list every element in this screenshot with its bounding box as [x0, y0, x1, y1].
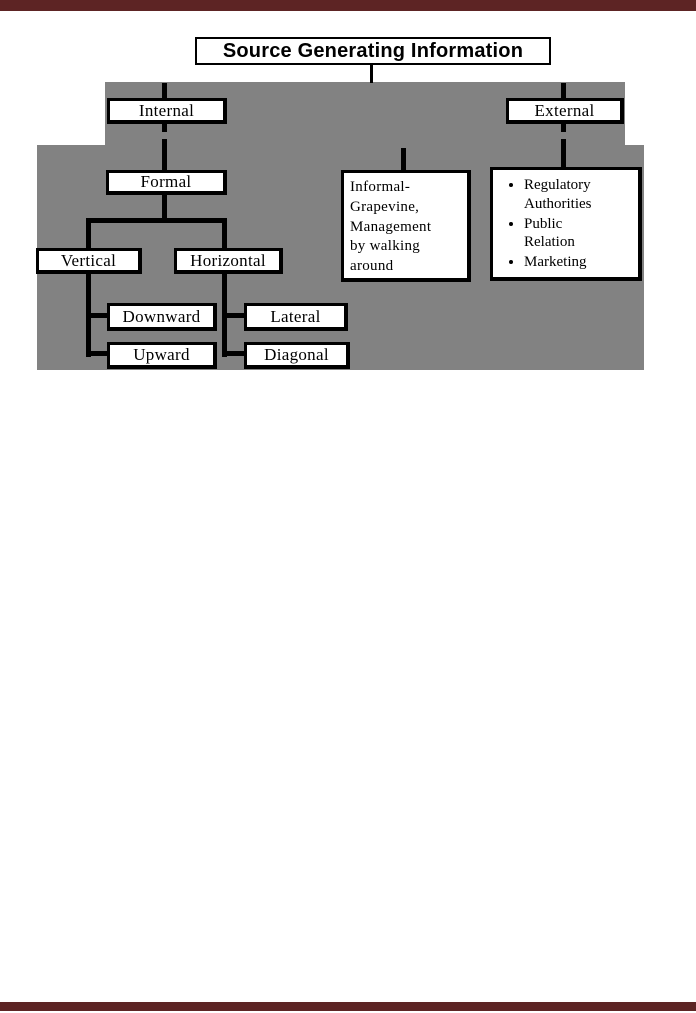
diagram-title-box: Source Generating Information — [195, 37, 551, 65]
connector-stub-lateral — [222, 313, 245, 318]
node-downward-label: Downward — [122, 306, 201, 326]
connector-horizontal-branch-drop — [222, 218, 227, 357]
node-horizontal: Horizontal — [174, 248, 283, 274]
node-informal: Informal- Grapevine, Management by walki… — [341, 170, 471, 282]
connector-internal-top — [162, 83, 167, 98]
node-internal: Internal — [107, 98, 227, 124]
node-external-label: External — [534, 100, 595, 120]
node-diagonal-label: Diagonal — [264, 345, 329, 364]
connector-informal-drop — [401, 148, 406, 170]
connector-tree-horizontal-bar — [86, 218, 227, 223]
connector-external-top — [561, 83, 566, 98]
node-diagonal: Diagonal — [244, 342, 350, 369]
node-downward: Downward — [107, 303, 217, 331]
node-lateral: Lateral — [244, 303, 348, 331]
node-upward: Upward — [107, 342, 217, 369]
connector-stub-upward — [86, 351, 108, 356]
top-border-bar — [0, 0, 696, 11]
node-formal: Formal — [106, 170, 227, 195]
connector-stub-diagonal — [222, 351, 245, 356]
node-vertical: Vertical — [36, 248, 142, 274]
connector-vertical-branch-drop — [86, 218, 91, 357]
node-formal-label: Formal — [140, 172, 192, 191]
node-external: External — [506, 98, 624, 124]
connector-stub-downward — [86, 313, 108, 318]
node-vertical-label: Vertical — [60, 250, 117, 270]
node-lateral-label: Lateral — [270, 306, 321, 326]
connector-external-to-list — [561, 139, 566, 167]
diagram-title-label: Source Generating Information — [222, 39, 524, 62]
bottom-border-bar — [0, 1002, 696, 1011]
connector-internal-to-formal — [162, 139, 167, 170]
connector-title-drop — [370, 65, 373, 83]
list-item: Marketing — [524, 253, 634, 272]
connector-internal-bottom-dash — [162, 124, 167, 132]
list-item: Regulatory Authorities — [524, 176, 634, 214]
list-item: Public Relation — [524, 215, 634, 253]
connector-external-bottom-dash — [561, 124, 566, 132]
node-internal-label: Internal — [138, 100, 195, 120]
connector-formal-drop — [162, 195, 167, 219]
external-sources-list: Regulatory Authorities Public Relation M… — [497, 176, 634, 272]
node-upward-label: Upward — [133, 345, 190, 364]
external-sources-list-box: Regulatory Authorities Public Relation M… — [490, 167, 642, 281]
node-horizontal-label: Horizontal — [190, 250, 266, 270]
node-informal-text: Informal- Grapevine, Management by walki… — [350, 179, 432, 275]
